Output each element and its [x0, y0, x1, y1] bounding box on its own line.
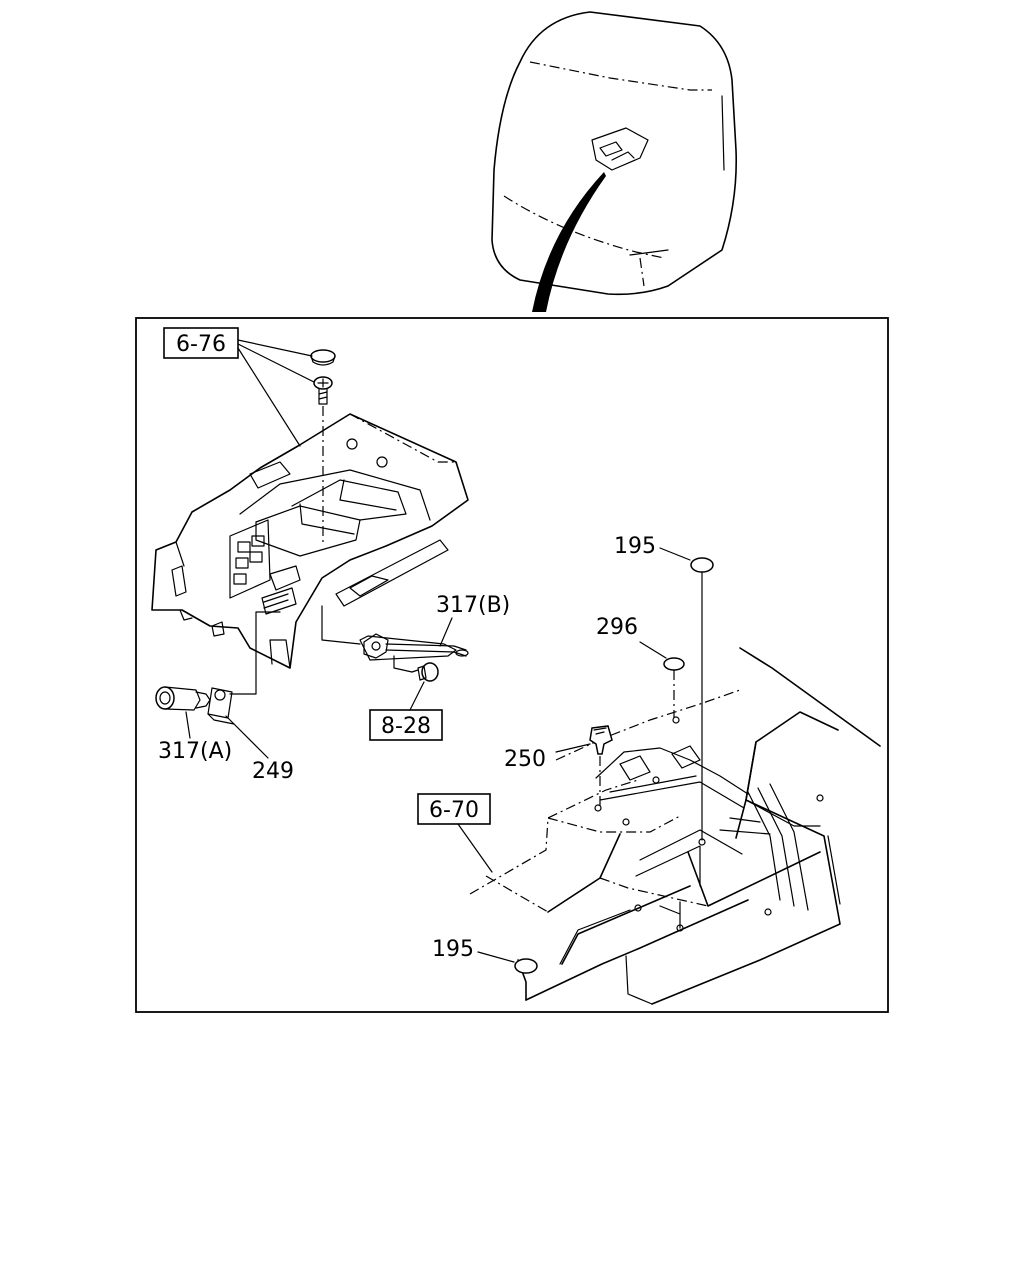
- switch-317b: [321, 605, 469, 661]
- plug-296: [663, 657, 685, 671]
- switch-317a: [155, 686, 211, 711]
- cab-overview: [491, 11, 738, 312]
- clip-8-28: [411, 662, 439, 682]
- leader-wedge: [532, 172, 606, 312]
- ref-8-28-label: 8-28: [381, 714, 431, 739]
- ref-6-70-label: 6-70: [429, 798, 479, 823]
- ref-6-70: 6-70: [417, 793, 491, 825]
- rear-console: [469, 647, 881, 1005]
- callout-317a: 317(A): [158, 739, 232, 764]
- callout-195-top: 195: [614, 534, 656, 559]
- callout-296: 296: [596, 615, 638, 640]
- plug-195-top: [690, 557, 714, 573]
- cap-part: [310, 349, 336, 366]
- detail-frame: [135, 317, 889, 1013]
- plug-195-bottom: [514, 958, 538, 974]
- callout-250: 250: [504, 747, 546, 772]
- ref-8-28: 8-28: [369, 709, 443, 741]
- callout-195-bottom: 195: [432, 937, 474, 962]
- front-console: [151, 413, 469, 669]
- ref-6-76-label: 6-76: [176, 332, 226, 357]
- ref-6-76: 6-76: [163, 327, 239, 359]
- callout-317b: 317(B): [436, 593, 510, 618]
- cab-console-detail: [591, 127, 649, 171]
- clip-250: [589, 725, 613, 755]
- callout-249: 249: [252, 759, 294, 784]
- screw-part: [313, 376, 333, 405]
